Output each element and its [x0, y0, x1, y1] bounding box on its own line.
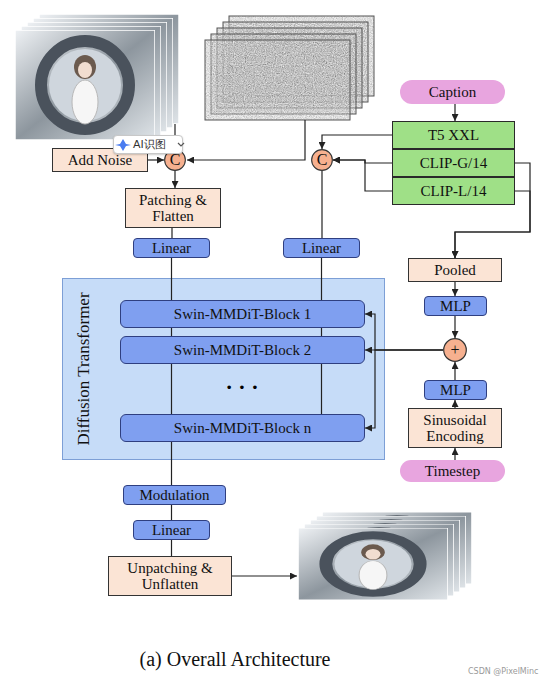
transformer-block: Swin-MMDiT-Block 1 — [120, 300, 365, 328]
node-text: Modulation — [140, 487, 210, 504]
connector-arrow — [454, 400, 455, 408]
layer-box: MLP — [424, 380, 487, 400]
connector-arrow — [171, 228, 172, 238]
connector-arrow — [454, 448, 455, 460]
connector-arrow — [321, 171, 322, 238]
caption-text: (a) Overall Architecture — [139, 648, 330, 670]
noise-stack — [205, 16, 374, 120]
transformer-block: Swin-MMDiT-Block 2 — [120, 336, 365, 364]
connector-arrow — [322, 135, 392, 149]
chevron-icon — [178, 143, 184, 146]
encoder-box: CLIP-L/14 — [392, 177, 515, 205]
node-text: MLP — [440, 382, 471, 399]
input-pill: Caption — [400, 80, 505, 104]
node-text: Swin-MMDiT-Block 2 — [174, 342, 311, 359]
input-pill: Timestep — [400, 460, 505, 482]
node-text: Patching & Flatten — [126, 192, 220, 225]
connector-arrow — [321, 328, 322, 336]
connector-arrow — [365, 314, 443, 350]
layer-box: Linear — [133, 238, 210, 258]
node-text: C — [170, 151, 181, 169]
output-wire — [232, 575, 297, 576]
layer-box: Linear — [283, 238, 360, 258]
overlay-badge: AI识图 — [113, 135, 183, 154]
noise-wire — [187, 120, 305, 160]
node-text: Diffusion Transformer — [75, 292, 94, 445]
transformer-block: Swin-MMDiT-Block n — [120, 414, 365, 442]
node-text: + — [450, 341, 459, 359]
node-text: Pooled — [434, 262, 476, 279]
node-text: Unpatching & Unflatten — [109, 560, 231, 593]
circle-shape — [444, 339, 467, 362]
circle-shape — [312, 150, 333, 171]
encoder-box: T5 XXL — [392, 121, 515, 149]
figure-caption: (a) Overall Architecture — [0, 648, 470, 671]
output-image-stack — [298, 512, 472, 600]
encoder-box: CLIP-G/14 — [392, 149, 515, 177]
noise-outline — [205, 40, 350, 120]
connector-arrow — [454, 282, 455, 296]
connector-arrow — [171, 442, 172, 485]
connector-arrow — [454, 316, 455, 338]
connector-arrow — [171, 505, 172, 520]
connector-arrow — [333, 160, 392, 163]
node-text: Linear — [152, 522, 191, 539]
node-text: CLIP-L/14 — [421, 183, 487, 200]
connector-arrow — [174, 171, 175, 188]
connector-arrow — [321, 258, 322, 300]
group-band: Diffusion Transformer Swin-MMDiT-Block 1 S… — [62, 278, 385, 460]
node-text: T5 XXL — [428, 127, 479, 144]
connector-arrow — [171, 540, 172, 556]
process-box: Unpatching & Unflatten — [108, 556, 232, 596]
connector-arrow — [365, 349, 443, 350]
node-text: Sinusoidal Encoding — [409, 412, 501, 445]
sparkle-icon — [115, 139, 131, 151]
connector-arrow — [454, 104, 455, 121]
process-box: Sinusoidal Encoding — [408, 408, 502, 448]
connector-arrow — [455, 191, 530, 258]
operator-circle: + — [443, 338, 467, 362]
watermark: CSDN @PixelMinc — [468, 667, 538, 676]
node-text: Timestep — [425, 463, 480, 480]
node-text: MLP — [440, 298, 471, 315]
layer-box: Modulation — [123, 485, 226, 505]
node-text: Caption — [429, 84, 477, 101]
node-text: C — [317, 151, 328, 169]
node-text: Add Noise — [68, 152, 133, 169]
connector-arrow — [455, 163, 530, 258]
connector-arrow — [171, 364, 172, 414]
process-box: Pooled — [408, 258, 502, 282]
node-text: Linear — [152, 240, 191, 257]
noise-layer — [205, 40, 350, 120]
connector-arrow — [321, 364, 322, 414]
ellipsis-mark: · · · — [212, 374, 272, 400]
layer-box: MLP — [424, 296, 487, 316]
node-text: Swin-MMDiT-Block 1 — [174, 306, 311, 323]
connector-arrow — [171, 258, 172, 300]
operator-circle: C — [311, 149, 333, 171]
layer-box: Linear — [133, 520, 210, 540]
connector-arrow — [333, 160, 392, 191]
input-image-stack — [15, 14, 179, 140]
node-text: Swin-MMDiT-Block n — [174, 420, 311, 437]
node-text: Linear — [302, 240, 341, 257]
connector-arrow — [148, 159, 164, 160]
connector-arrow — [454, 362, 455, 380]
process-box: Patching & Flatten — [125, 188, 221, 228]
connector-arrow — [171, 328, 172, 336]
node-text: CLIP-G/14 — [420, 155, 488, 172]
image-layer — [15, 30, 155, 140]
connector-arrow — [365, 350, 443, 428]
image-layer — [298, 528, 448, 600]
